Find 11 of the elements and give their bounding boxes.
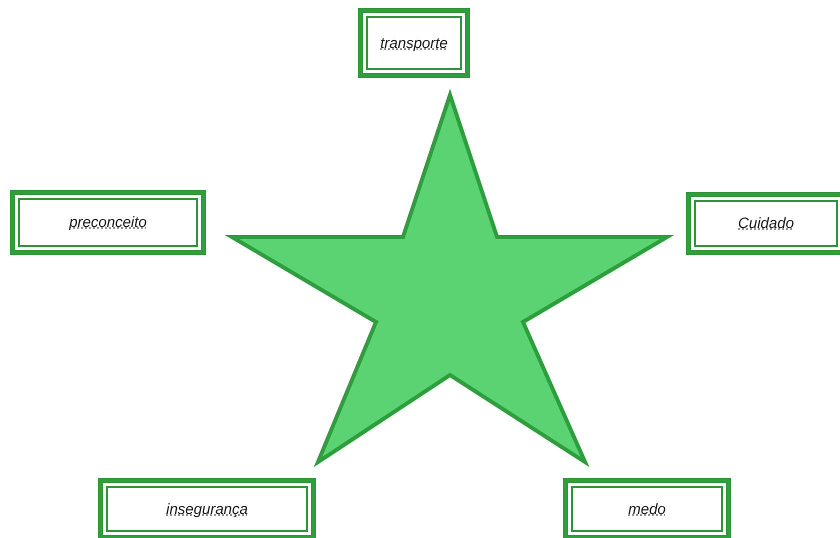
box-text: preconceito	[18, 198, 198, 247]
label-box	[686, 192, 840, 255]
box-text: transporte	[366, 16, 462, 70]
box-text: medo	[571, 486, 723, 532]
label-box	[563, 478, 731, 538]
label-box	[358, 8, 470, 78]
box-text: insegurança	[106, 486, 308, 532]
star-shape	[224, 88, 674, 468]
label-box	[98, 478, 316, 538]
label-box	[10, 190, 206, 255]
box-text: Cuidado	[694, 200, 838, 247]
